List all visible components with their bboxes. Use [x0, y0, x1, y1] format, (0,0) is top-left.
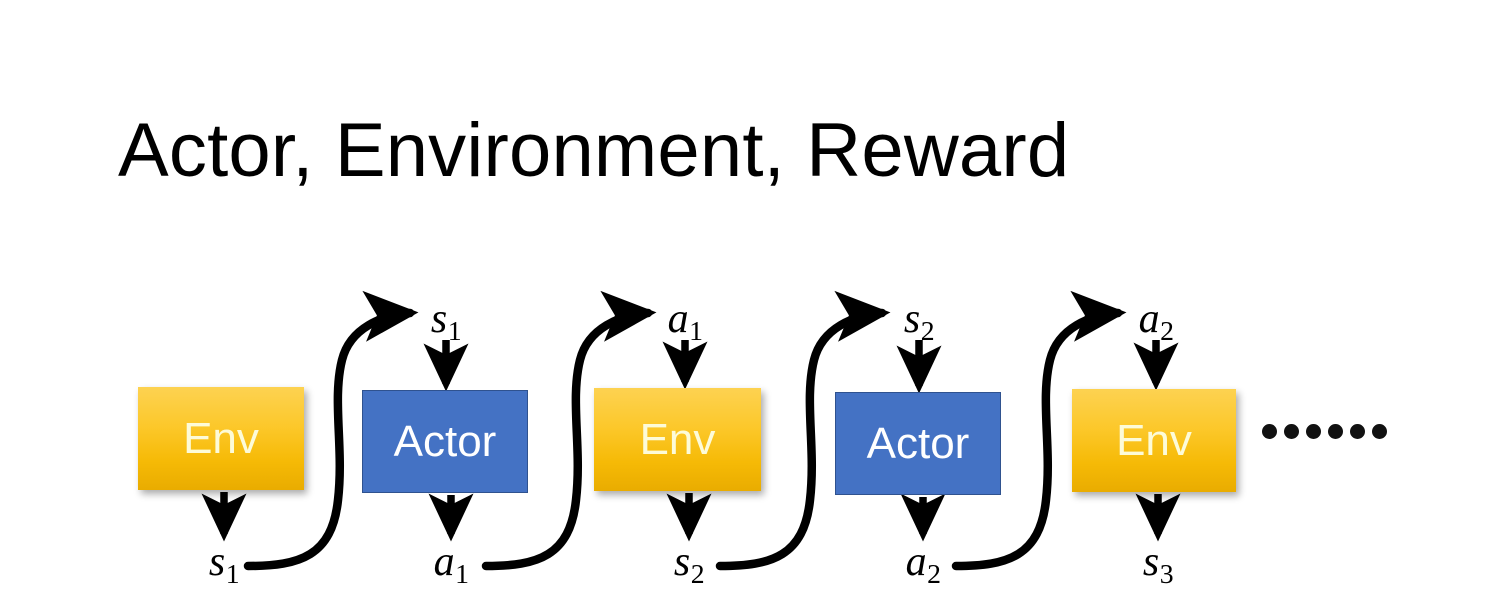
label-base: s: [903, 296, 921, 342]
node-env-2: Env: [594, 388, 761, 491]
node-label: Env: [1116, 415, 1192, 465]
label-state-s2-top: s2: [903, 296, 935, 345]
label-base: a: [1138, 296, 1160, 342]
label-subscript: 3: [1159, 558, 1174, 590]
node-label: Actor: [393, 416, 497, 466]
label-base: a: [905, 539, 927, 585]
page-title: Actor, Environment, Reward: [118, 108, 1070, 193]
ellipsis-dot: [1306, 424, 1321, 439]
label-action-a1-bottom: a1: [433, 539, 469, 588]
node-label: Actor: [866, 418, 970, 468]
node-label: Env: [639, 414, 716, 464]
label-subscript: 1: [447, 315, 462, 347]
ellipsis-dot: [1350, 424, 1365, 439]
node-env-1: Env: [138, 387, 304, 490]
label-base: s: [1142, 539, 1160, 585]
label-base: s: [208, 539, 226, 585]
node-label: Env: [183, 413, 259, 463]
node-actor-2: Actor: [835, 392, 1001, 495]
label-subscript: 2: [1160, 315, 1174, 347]
label-action-a2-bottom: a2: [905, 539, 941, 588]
label-state-s2-bottom: s2: [673, 539, 705, 588]
ellipsis-dot: [1372, 424, 1387, 439]
label-subscript: 1: [455, 558, 469, 590]
label-base: a: [667, 296, 689, 342]
label-subscript: 2: [927, 558, 941, 590]
ellipsis-dot: [1262, 424, 1277, 439]
node-env-3: Env: [1072, 389, 1236, 492]
label-state-s1-top: s1: [430, 296, 462, 345]
label-action-a1-top: a1: [667, 296, 703, 345]
label-subscript: 2: [690, 558, 705, 590]
ellipsis-dot: [1328, 424, 1343, 439]
label-base: s: [673, 539, 691, 585]
node-actor-1: Actor: [362, 390, 528, 493]
label-subscript: 2: [920, 315, 935, 347]
label-action-a2-top: a2: [1138, 296, 1174, 345]
label-state-s3-bottom: s3: [1142, 539, 1174, 588]
label-base: s: [430, 296, 448, 342]
ellipsis-continuation: [1262, 424, 1387, 439]
label-base: a: [433, 539, 455, 585]
label-state-s1-bottom: s1: [208, 539, 240, 588]
label-subscript: 1: [225, 558, 240, 590]
label-subscript: 1: [689, 315, 703, 347]
ellipsis-dot: [1284, 424, 1299, 439]
